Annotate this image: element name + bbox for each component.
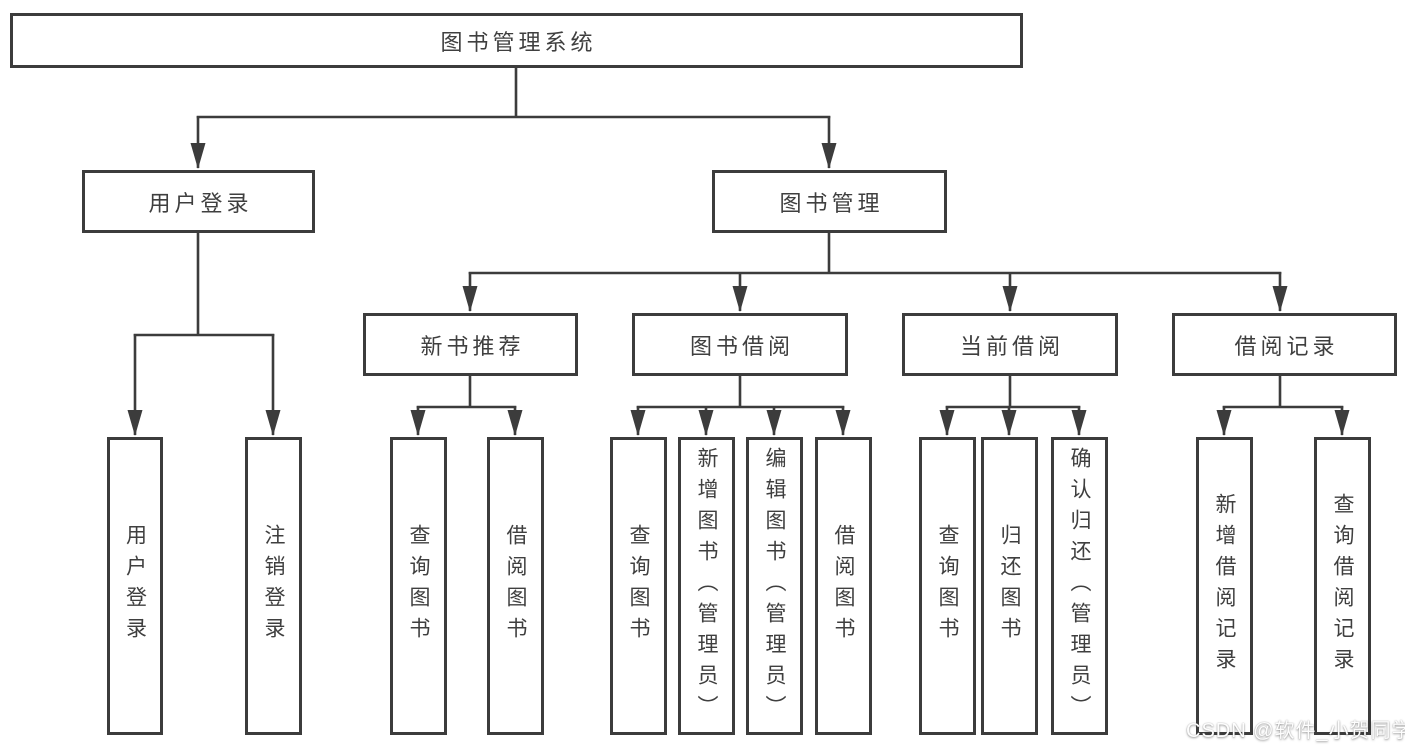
leaf-label: 用户登录 (123, 524, 147, 648)
leaf-label: 确认归还（管理员） (1068, 446, 1091, 726)
node-new-book-recommend: 新书推荐 (363, 313, 578, 376)
node-book-management: 图书管理 (712, 170, 947, 233)
node-book-borrow: 图书借阅 (632, 313, 848, 376)
leaf-borrow-edit-books-admin: 编辑图书（管理员） (746, 437, 803, 735)
leaf-recommend-query-books: 查询图书 (390, 437, 447, 735)
leaf-current-return-books: 归还图书 (981, 437, 1038, 735)
leaf-label: 查询图书 (936, 524, 959, 648)
leaf-label: 注销登录 (262, 524, 285, 648)
leaf-user-login: 用户登录 (107, 437, 163, 735)
leaf-borrow-borrow-books: 借阅图书 (815, 437, 872, 735)
leaf-label: 新增图书（管理员） (695, 446, 718, 726)
leaf-recommend-borrow-books: 借阅图书 (487, 437, 544, 735)
leaf-current-query-books: 查询图书 (919, 437, 976, 735)
leaf-label: 编辑图书（管理员） (763, 446, 786, 726)
leaf-label: 新增借阅记录 (1213, 493, 1236, 679)
leaf-label: 查询借阅记录 (1331, 493, 1354, 679)
leaf-label: 借阅图书 (504, 524, 527, 648)
leaf-label: 查询图书 (627, 524, 650, 648)
node-current-borrow: 当前借阅 (902, 313, 1118, 376)
node-borrow-records: 借阅记录 (1172, 313, 1397, 376)
leaf-borrow-query-books: 查询图书 (610, 437, 667, 735)
leaf-label: 归还图书 (998, 524, 1021, 648)
leaf-records-query-record: 查询借阅记录 (1314, 437, 1371, 735)
leaf-borrow-add-books-admin: 新增图书（管理员） (678, 437, 735, 735)
leaf-label: 查询图书 (407, 524, 430, 648)
leaf-label: 借阅图书 (832, 524, 855, 648)
leaf-logout: 注销登录 (245, 437, 302, 735)
leaf-records-add-record: 新增借阅记录 (1196, 437, 1253, 735)
node-user-login: 用户登录 (82, 170, 315, 233)
csdn-watermark: CSDN @软件_小贺同学 (1186, 720, 1405, 742)
node-root-library-system: 图书管理系统 (10, 13, 1023, 68)
leaf-current-confirm-return-admin: 确认归还（管理员） (1051, 437, 1108, 735)
